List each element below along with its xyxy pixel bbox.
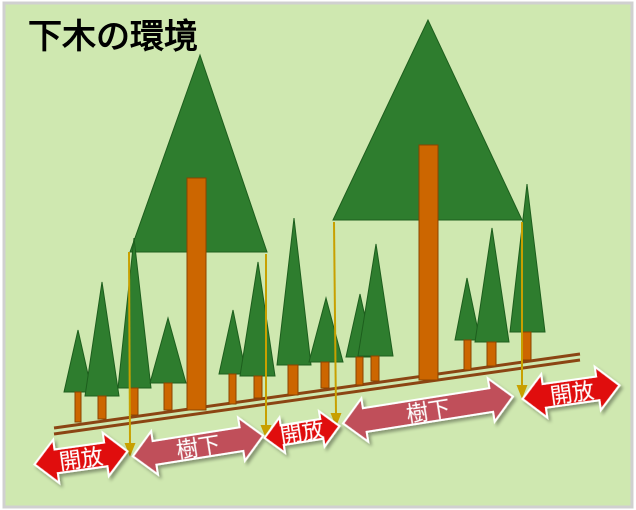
guide-arrow: [516, 222, 528, 399]
small-tree: [84, 281, 120, 420]
under-canopy-arrow-right: 樹下: [341, 376, 515, 444]
tall-tree-right: [332, 18, 523, 381]
open-arrow-right: 開放: [521, 364, 621, 420]
small-trees: [63, 183, 546, 423]
open-arrow-left: 開放: [33, 430, 129, 486]
small-tree: [63, 329, 93, 423]
small-tree: [357, 243, 394, 382]
small-tree: [218, 309, 247, 405]
guide-arrow: [124, 251, 136, 457]
guide-arrow: [260, 254, 272, 439]
diagram-title: 下木の環境: [28, 17, 198, 57]
small-tree: [509, 183, 546, 361]
canopy-edge-guides: [124, 221, 528, 457]
tall-tree-left: [129, 53, 268, 411]
guide-arrow: [330, 221, 342, 427]
small-tree: [454, 277, 481, 371]
small-tree: [276, 217, 312, 396]
small-tree: [474, 227, 510, 367]
under-canopy-arrow-left: 樹下: [131, 415, 265, 477]
small-tree: [149, 316, 187, 411]
open-label-left: 開放: [58, 445, 105, 476]
open-label-right: 開放: [549, 379, 596, 410]
